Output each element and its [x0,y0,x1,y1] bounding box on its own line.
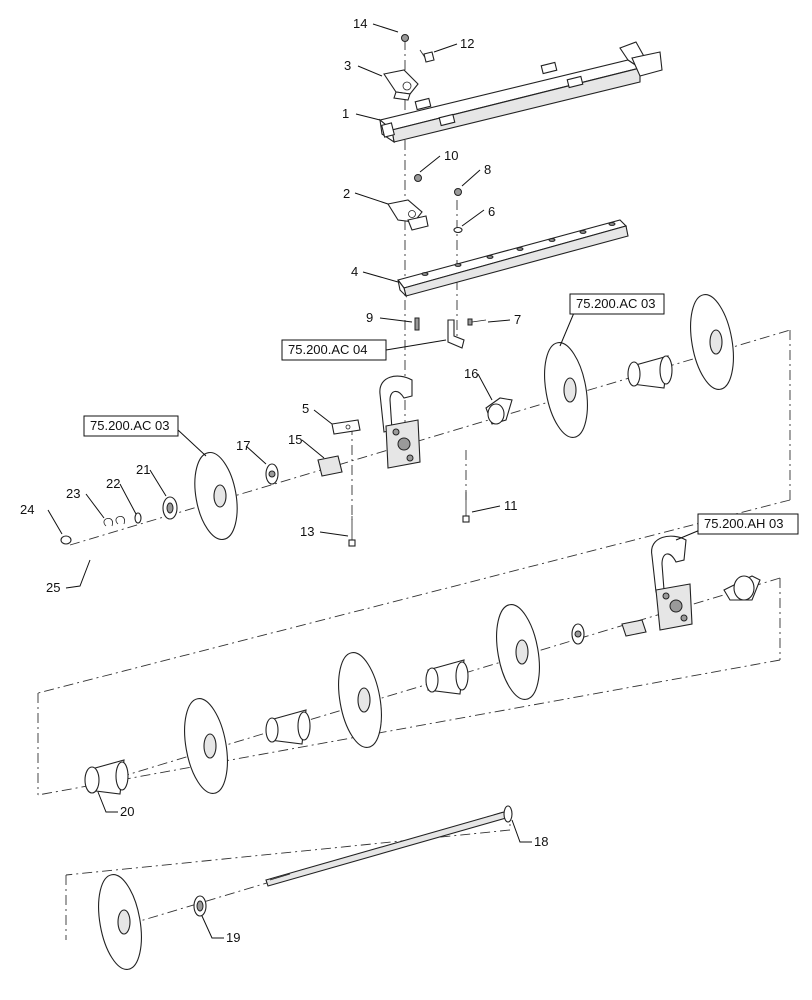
callout-16: 16 [464,366,478,381]
callout-24: 24 [20,502,34,517]
ref-box-ah03 [697,513,799,535]
reference-labels: 75.200.AC 03 75.200.AC 04 75.200.AC 03 7… [83,293,799,535]
callout-6: 6 [488,204,495,219]
callout-8: 8 [484,162,491,177]
hanger-arm-upper-part [379,375,421,469]
ref-ac03-left: 75.200.AC 03 [90,418,170,433]
callout-4: 4 [351,264,358,279]
callout-18: 18 [534,834,548,849]
slotted-bar-part [397,219,629,298]
callout-11: 11 [504,498,518,513]
ref-box-ac03-right [569,293,665,315]
centerlines [37,40,791,940]
callout-7: 7 [514,312,521,327]
callout-17: 17 [236,438,250,453]
ref-box-ac03-left [83,415,179,437]
callout-19: 19 [226,930,240,945]
scraper-discs [98,294,734,970]
leader-lines [47,23,701,939]
ref-ac03-right: 75.200.AC 03 [576,296,656,311]
callout-20: 20 [120,804,134,819]
bracket-lower-part [387,199,429,231]
hanger-arm-lower-part [651,535,693,631]
callout-3: 3 [344,58,351,73]
frame-tube-part [378,41,663,144]
callout-13: 13 [300,524,314,539]
hardware-small-parts [331,34,487,547]
callout-9: 9 [366,310,373,325]
callout-22: 22 [106,476,120,491]
callout-23: 23 [66,486,80,501]
callout-10: 10 [444,148,458,163]
callout-21: 21 [136,462,150,477]
ref-box-ac04 [281,339,387,361]
callout-1: 1 [342,106,349,121]
ref-ac04: 75.200.AC 04 [288,342,368,357]
ref-ah03: 75.200.AH 03 [704,516,784,531]
bracket-upper-part [383,69,419,101]
callout-5: 5 [302,401,309,416]
drive-shaft-part [265,805,513,887]
callout-25: 25 [46,580,60,595]
callout-12: 12 [460,36,474,51]
spool-spacers [84,355,761,795]
callout-labels: 14 12 3 1 10 8 2 6 4 9 7 16 5 17 15 21 2… [20,16,548,945]
bushings-washers [60,455,647,917]
callout-2: 2 [343,186,350,201]
callout-14: 14 [353,16,367,31]
callout-15: 15 [288,432,302,447]
